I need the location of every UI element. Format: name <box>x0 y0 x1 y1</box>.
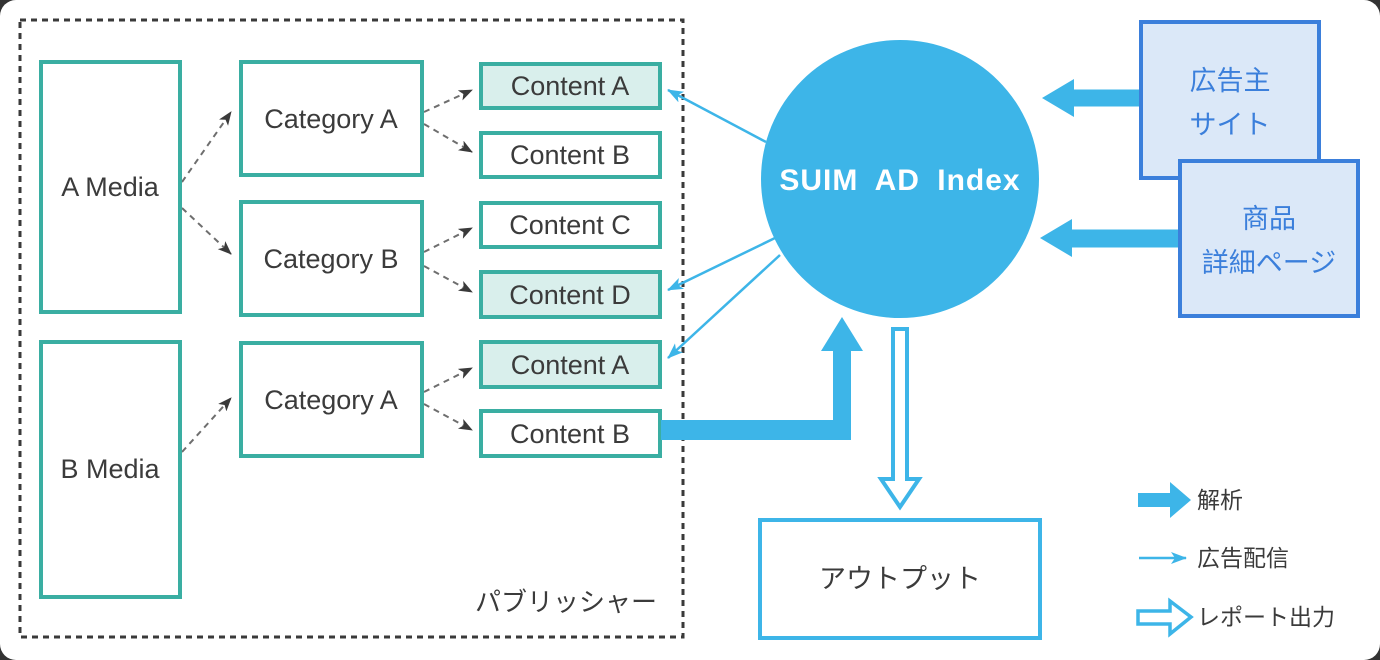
content-a-top-box <box>479 62 662 110</box>
b-media-box <box>39 340 182 599</box>
report-output-arrow <box>877 327 923 511</box>
content-d-label: Content D <box>509 280 631 310</box>
content-a-bottom-box <box>479 340 662 389</box>
content-b-top-label: Content B <box>510 140 630 170</box>
publisher-boundary <box>18 18 685 639</box>
link-categorya2-contenta <box>423 367 473 393</box>
ad-arrow-content-d <box>667 236 776 292</box>
link-categoryb-contentd <box>423 265 473 293</box>
link-categoryb-contentc <box>423 227 473 253</box>
b-media-label: B Media <box>60 454 160 484</box>
content-d-box <box>479 270 662 319</box>
link-categorya-contentb <box>423 123 473 153</box>
legend-ad-delivery-label: 広告配信 <box>1197 545 1289 571</box>
ad-arrow-content-a-bottom <box>667 254 781 359</box>
hub-circle <box>761 40 1039 318</box>
publisher-caption: パブリッシャー <box>475 587 657 617</box>
product-detail-box <box>1178 159 1360 318</box>
category-a-top-box <box>239 60 424 177</box>
content-c-box <box>479 201 662 249</box>
advertiser-site-box <box>1139 20 1321 180</box>
link-categorya-contenta <box>423 89 473 113</box>
hub-label: SUIM AD Index <box>779 164 1020 197</box>
content-a-bottom-label: Content A <box>511 350 630 380</box>
link-amedia-categoryb <box>181 207 232 255</box>
hierarchy-links <box>181 89 473 453</box>
content-b-bottom-label: Content B <box>510 419 630 449</box>
content-a-top-label: Content A <box>511 71 630 101</box>
content-b-bottom-box <box>479 409 662 458</box>
product-detail-line2: 詳細ページ <box>1202 248 1336 278</box>
legend-report-output-arrow-icon <box>1136 597 1194 638</box>
category-a-bottom-label: Category A <box>264 385 398 415</box>
category-a-top-label: Category A <box>264 104 398 134</box>
ad-arrow-content-a-top <box>667 88 767 144</box>
advertiser-site-line2: サイト <box>1190 110 1271 140</box>
content-c-label: Content C <box>509 210 631 240</box>
analysis-arrow-from-advertiser <box>1042 79 1142 117</box>
output-label: アウトプット <box>819 564 981 594</box>
a-media-box <box>39 60 182 314</box>
category-b-box <box>239 200 424 317</box>
legend: 解析 広告配信 レポート出力 <box>1136 482 1335 638</box>
advertiser-site-line1: 広告主 <box>1190 66 1271 96</box>
legend-analysis-label: 解析 <box>1197 487 1243 513</box>
legend-analysis-arrow-icon <box>1138 482 1191 518</box>
link-amedia-categorya <box>181 111 232 183</box>
content-b-top-box <box>479 131 662 179</box>
link-categorya2-contentb <box>423 403 473 431</box>
category-b-label: Category B <box>263 244 398 274</box>
ad-delivery-arrows <box>667 88 781 359</box>
category-a-bottom-box <box>239 341 424 458</box>
output-box <box>758 518 1042 640</box>
analysis-arrow-from-product <box>1040 219 1181 257</box>
a-media-label: A Media <box>61 172 160 202</box>
analysis-arrow-from-content <box>661 317 863 440</box>
legend-report-output-label: レポート出力 <box>1197 604 1335 630</box>
product-detail-line1: 商品 <box>1242 204 1296 234</box>
link-bmedia-categorya <box>181 397 232 453</box>
